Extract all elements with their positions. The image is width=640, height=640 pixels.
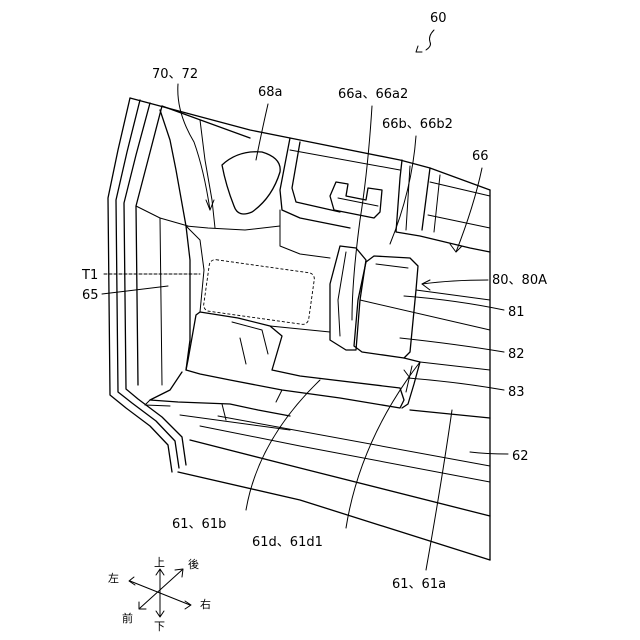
label-65: 65 (82, 288, 99, 303)
bulge-68a (222, 152, 280, 214)
label-figure-number: 60 (430, 11, 447, 26)
leader-lines (102, 84, 508, 570)
label-83: 83 (508, 385, 525, 400)
dir-up-label: 上 (154, 556, 165, 569)
pocket (186, 312, 404, 408)
wall-65 (160, 110, 280, 385)
dir-left-label: 左 (108, 572, 119, 585)
label-t1: T1 (81, 268, 98, 283)
side-frame (108, 98, 188, 472)
rail-66b (330, 246, 366, 350)
label-80: 80、80A (492, 273, 547, 288)
clip-66a (330, 182, 382, 218)
bracket-66 (280, 138, 490, 258)
label-66a: 66a、66a2 (338, 87, 408, 102)
dir-down-label: 下 (154, 620, 165, 633)
top-edge (130, 98, 490, 190)
label-82: 82 (508, 347, 525, 362)
label-66b: 66b、66b2 (382, 117, 453, 132)
label-70-72: 70、72 (152, 67, 198, 82)
dir-front-label: 前 (122, 611, 133, 625)
label-61b: 61、61b (172, 517, 226, 532)
label-68a: 68a (258, 85, 283, 100)
direction-indicator: 上 下 左 右 前 後 (108, 556, 211, 633)
dir-rear-label: 後 (188, 557, 199, 571)
label-81: 81 (508, 305, 525, 320)
label-62: 62 (512, 449, 529, 464)
dir-right-label: 右 (200, 597, 211, 611)
label-66: 66 (472, 149, 489, 164)
member-80 (354, 256, 418, 358)
label-61d: 61d、61d1 (252, 535, 323, 550)
label-61a: 61、61a (392, 577, 446, 592)
figure-number-arrow (416, 30, 434, 52)
